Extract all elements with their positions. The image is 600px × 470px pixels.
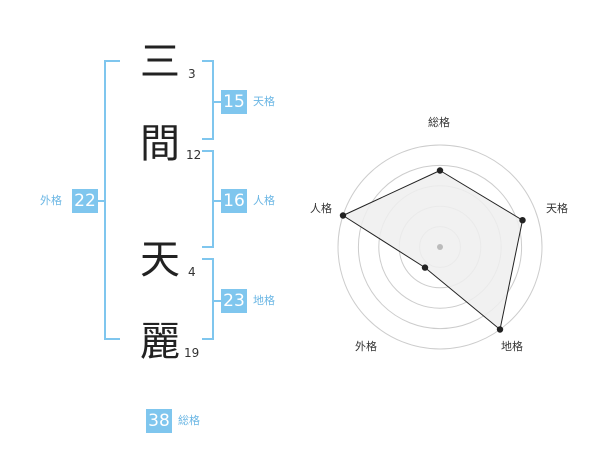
- gaikaku-badge: 22: [72, 189, 98, 213]
- jinkaku-bracket: [202, 150, 214, 248]
- radar-axis-label-3: 地格: [501, 340, 523, 353]
- stroke-count-4: 19: [184, 346, 200, 360]
- name-char-1: 三: [140, 39, 180, 85]
- radar-point-4: [421, 264, 429, 271]
- radar-point-2: [519, 217, 526, 224]
- soukaku-badge: 38: [146, 409, 172, 433]
- stroke-count-2: 12: [186, 148, 202, 162]
- tenkaku-label: 天格: [253, 95, 275, 108]
- name-char-2: 間: [140, 121, 180, 167]
- radar-value-polygon: [341, 169, 524, 331]
- tenkaku-badge: 15: [221, 90, 247, 114]
- stroke-count-3: 4: [188, 265, 196, 279]
- name-char-3: 天: [140, 237, 180, 283]
- tenkaku-bracket: [202, 60, 214, 140]
- radar-point-3: [496, 326, 504, 333]
- radar-point-5: [339, 212, 347, 219]
- name-char-4: 麗: [140, 319, 180, 365]
- radar-axis-label-2: 天格: [546, 202, 568, 215]
- stroke-count-1: 3: [188, 67, 196, 81]
- radar-axis-label-1: 総格: [428, 116, 450, 129]
- chikaku-label: 地格: [253, 294, 275, 307]
- soukaku-label: 総格: [178, 414, 200, 427]
- jinkaku-connector: [214, 200, 221, 202]
- gaikaku-connector: [98, 200, 106, 202]
- radar-axis-label-4: 外格: [355, 340, 377, 353]
- radar-center-dot: [437, 244, 443, 250]
- radar-point-1: [436, 167, 444, 174]
- radar-grid-ring-5: [337, 144, 543, 350]
- tenkaku-connector: [214, 101, 221, 103]
- gaikaku-label: 外格: [40, 194, 62, 207]
- chikaku-badge: 23: [221, 289, 247, 313]
- radar-grid-ring-4: [357, 164, 523, 330]
- chikaku-bracket: [202, 258, 214, 340]
- jinkaku-badge: 16: [221, 189, 247, 213]
- radar-axis-label-5: 人格: [310, 202, 332, 215]
- jinkaku-label: 人格: [253, 194, 275, 207]
- chikaku-connector: [214, 300, 221, 302]
